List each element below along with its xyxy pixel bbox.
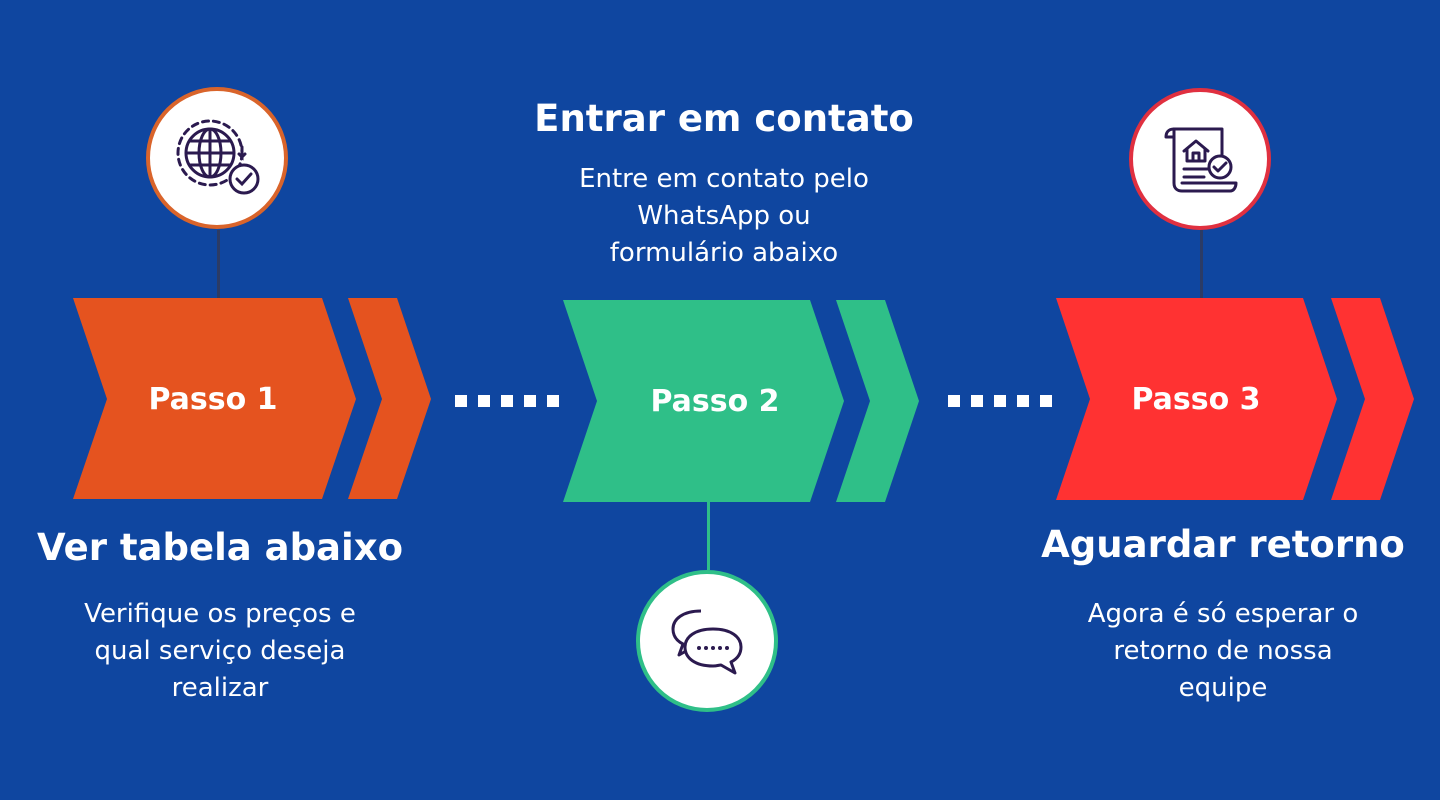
step3-icon-circle	[1129, 88, 1271, 230]
chat-bubbles-icon	[671, 609, 743, 675]
dot	[455, 395, 467, 407]
dot	[547, 395, 559, 407]
step3-description: Agora é só esperar o retorno de nossa eq…	[1043, 596, 1403, 707]
desc-line: Verifique os preços e	[84, 599, 356, 629]
step3-chevron-tail	[1331, 298, 1414, 500]
step2-icon-circle	[636, 570, 778, 712]
step2-chevron	[563, 300, 844, 502]
dot	[478, 395, 490, 407]
step1-description: Verifique os preços e qual serviço desej…	[40, 596, 400, 707]
dot	[971, 395, 983, 407]
step2-heading: Entrar em contato	[534, 97, 914, 140]
desc-line: retorno de nossa	[1113, 636, 1333, 666]
desc-line: formulário abaixo	[609, 238, 839, 268]
dot	[994, 395, 1006, 407]
step1-label: Passo 1	[148, 382, 278, 417]
dot	[1040, 395, 1052, 407]
step1-chevron	[73, 298, 356, 499]
step2-label: Passo 2	[650, 384, 780, 419]
house-document-check-icon	[1164, 127, 1238, 193]
step3-icon-connector	[1200, 230, 1203, 298]
step3-chevron	[1056, 298, 1337, 500]
step1-heading: Ver tabela abaixo	[37, 526, 403, 569]
desc-line: Entre em contato pelo	[579, 164, 869, 194]
dot	[501, 395, 513, 407]
step2-description: Entre em contato pelo WhatsApp ou formul…	[544, 161, 904, 272]
step1-chevron-tail	[348, 298, 431, 499]
step1-icon-circle	[146, 87, 288, 229]
dot	[524, 395, 536, 407]
dotted-connector-1	[455, 395, 559, 407]
desc-line: WhatsApp ou	[637, 201, 811, 231]
dot	[948, 395, 960, 407]
step2-icon-connector	[707, 502, 710, 570]
step1-icon-connector	[217, 230, 220, 298]
step3-label: Passo 3	[1131, 382, 1261, 417]
desc-line: equipe	[1178, 673, 1268, 703]
dotted-connector-2	[948, 395, 1052, 407]
step3-heading: Aguardar retorno	[1041, 523, 1405, 566]
globe-check-icon	[176, 119, 260, 195]
desc-line: Agora é só esperar o	[1087, 599, 1359, 629]
dot	[1017, 395, 1029, 407]
desc-line: qual serviço deseja	[94, 636, 346, 666]
desc-line: realizar	[171, 673, 269, 703]
step2-chevron-tail	[836, 300, 919, 502]
